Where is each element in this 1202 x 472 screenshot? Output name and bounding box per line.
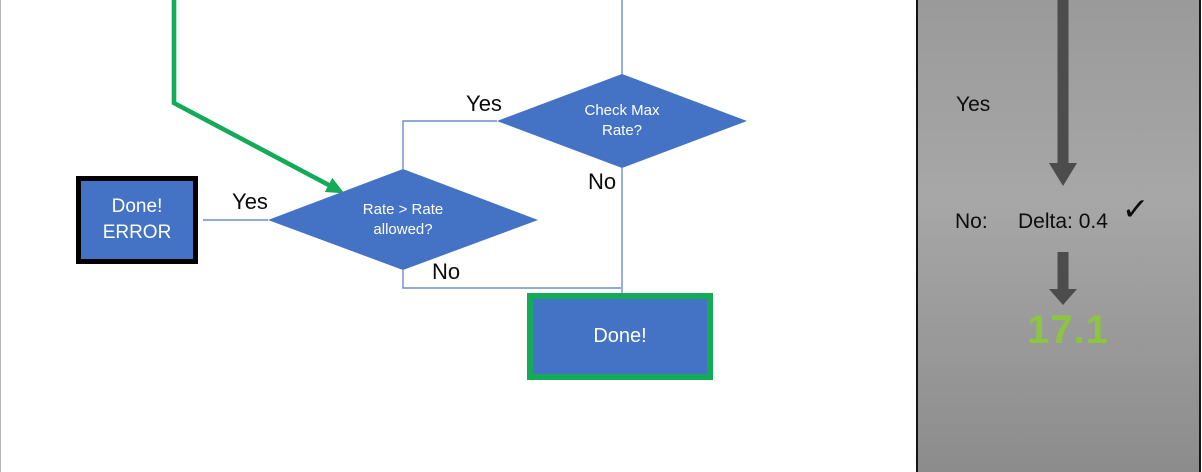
label-yes-check-max: Yes <box>466 91 502 116</box>
down-arrow-small-icon <box>1049 252 1077 305</box>
decision-rate-allowed-line2: allowed? <box>373 221 433 238</box>
decision-diamond-rate-allowed <box>268 169 538 270</box>
slide-left-edge <box>0 0 1 472</box>
node-done-success: Done! <box>527 293 713 380</box>
node-done-error: Done! ERROR <box>76 176 198 264</box>
decision-check-max-rate-line1: Check Max <box>584 102 660 119</box>
green-path-arrow <box>171 0 345 194</box>
panel-yes-label: Yes <box>956 93 991 116</box>
panel-delta-value: Delta: 0.4 <box>1018 210 1108 233</box>
connector-yes-check-max-to-rate-allowed <box>402 120 497 169</box>
label-no-check-max: No <box>587 169 617 194</box>
panel-no-label: No: <box>955 210 988 233</box>
node-done-error-line2: ERROR <box>102 222 172 243</box>
node-done-success-label: Done! <box>593 325 647 347</box>
decision-check-max-rate-line2: Rate? <box>601 122 643 139</box>
down-arrow-icon <box>1049 0 1077 186</box>
decision-rate-allowed-label: Rate > Rate allowed? <box>333 200 473 240</box>
decision-diamond-check-max-rate <box>497 74 747 168</box>
connector-no-rate-allowed-to-done <box>402 270 621 289</box>
label-yes-rate-allowed: Yes <box>232 189 268 214</box>
panel-result-value: 17.1 <box>1027 308 1109 352</box>
label-no-rate-allowed: No <box>431 259 461 284</box>
decision-check-max-rate-label: Check Max Rate? <box>552 101 692 141</box>
side-panel: Yes No: Delta: 0.4 ✓ 17.1 <box>916 0 1201 472</box>
decision-rate-allowed-line1: Rate > Rate <box>362 201 444 218</box>
node-done-error-line1: Done! <box>111 196 163 217</box>
checkmark-icon: ✓ <box>1121 190 1150 228</box>
